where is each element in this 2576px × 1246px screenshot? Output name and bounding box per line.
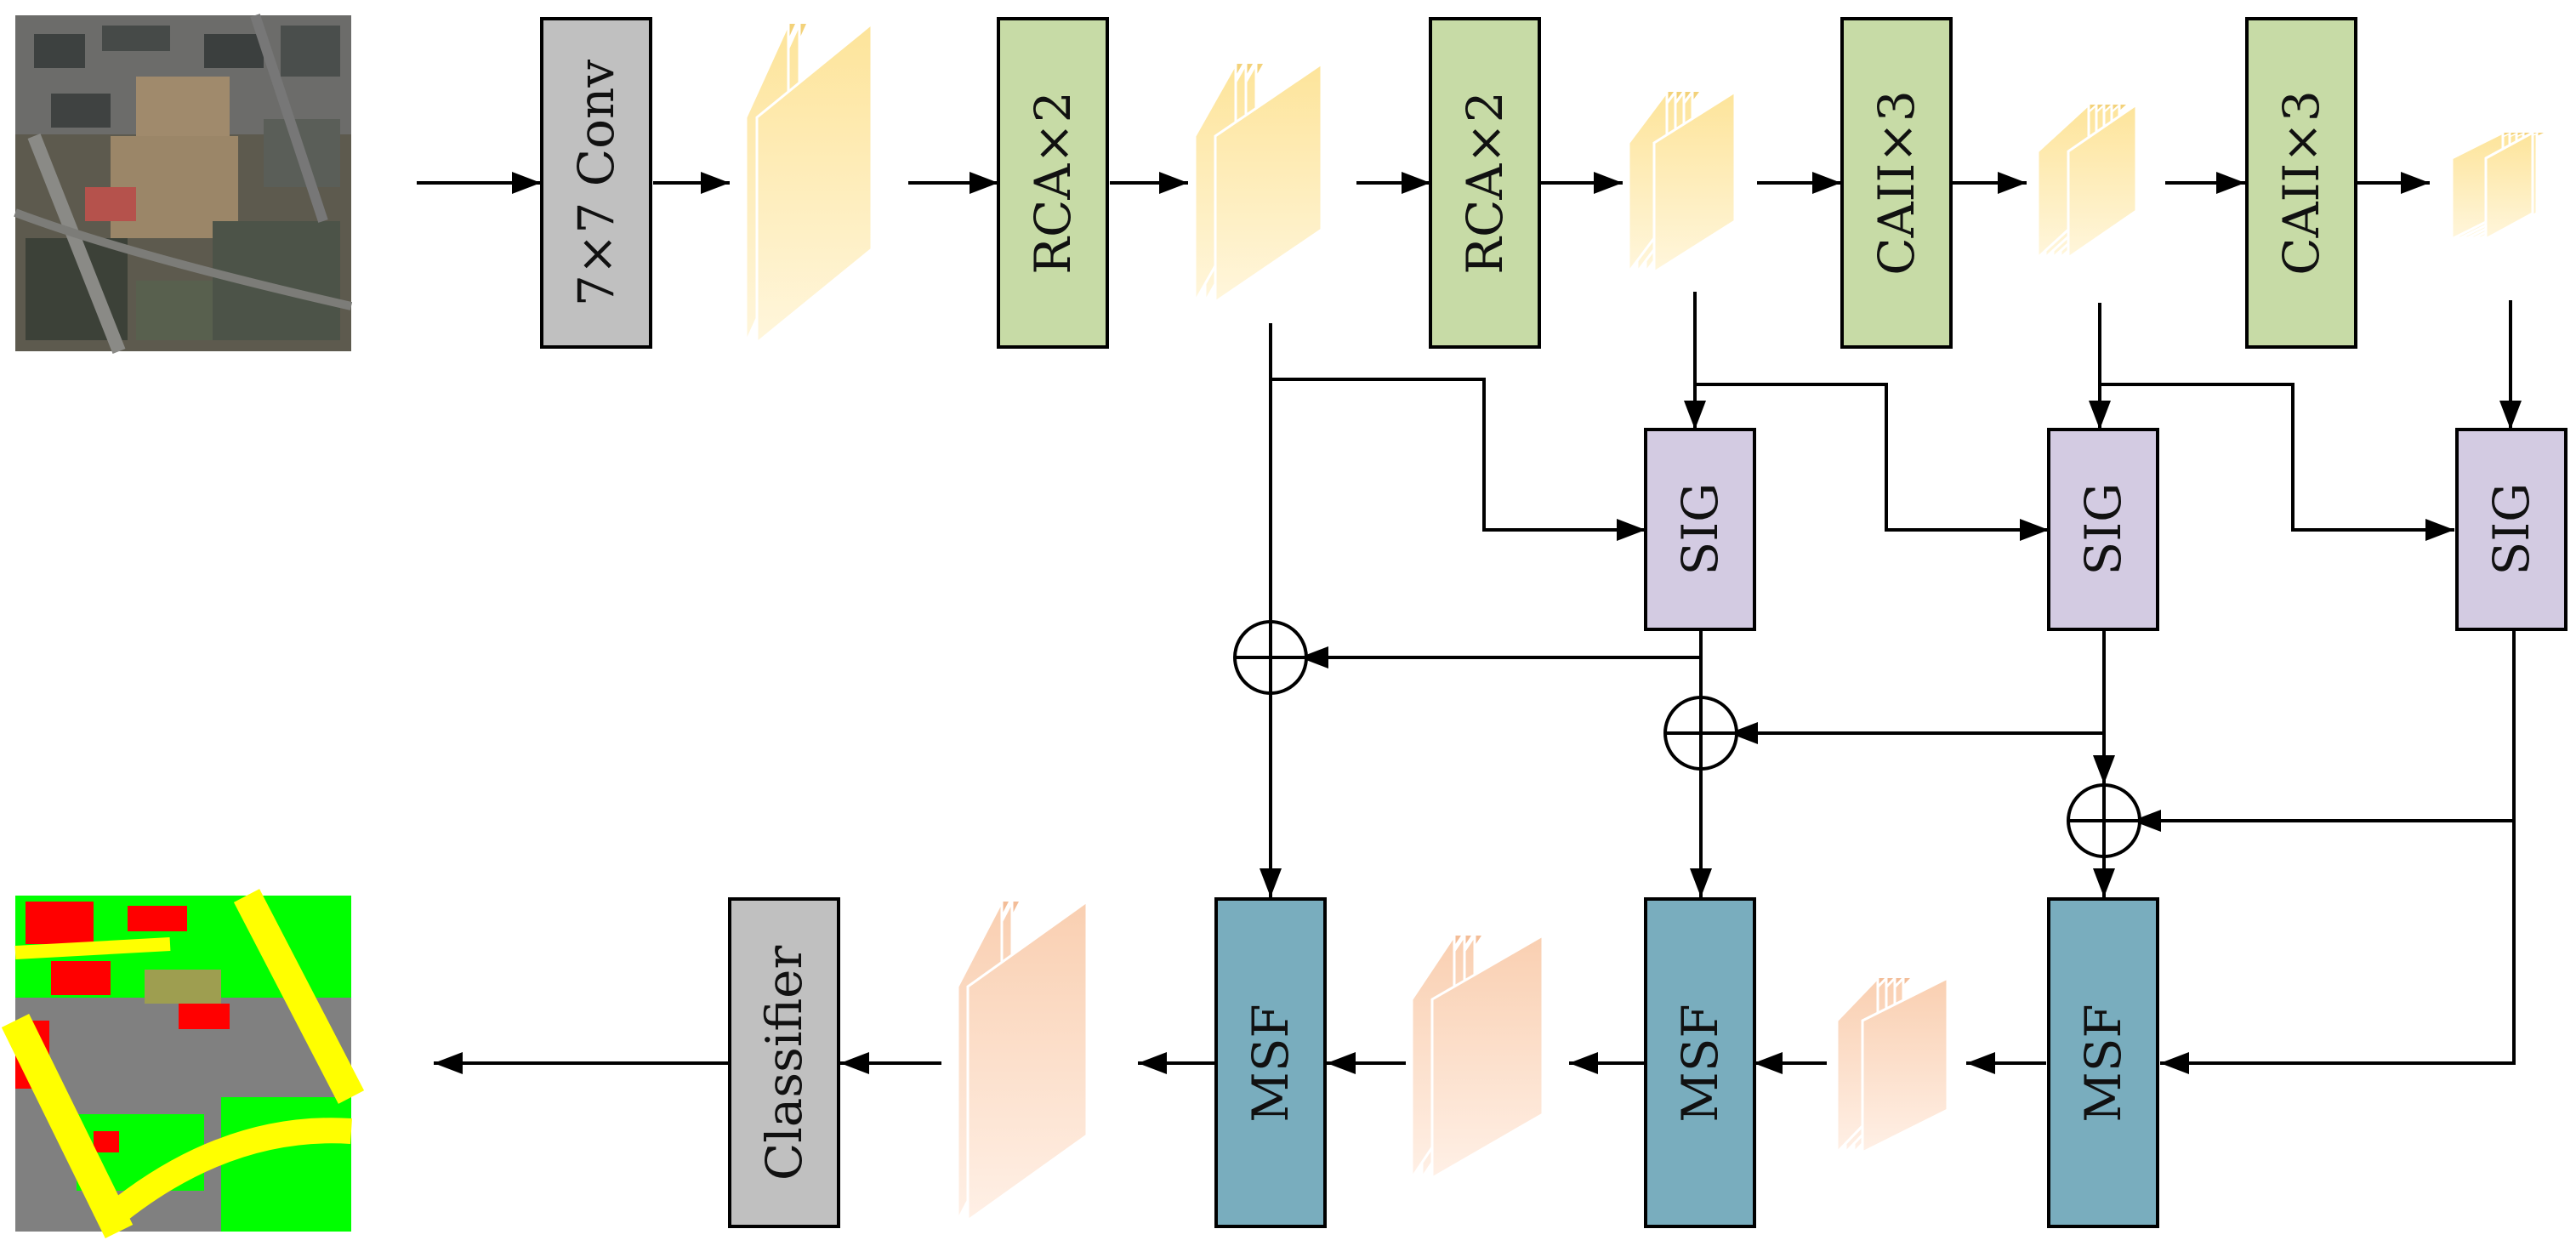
caii-label-2: CAII×3 bbox=[2272, 90, 2330, 276]
slab-front bbox=[755, 20, 873, 346]
msf-label-1: MSF bbox=[1242, 1004, 1299, 1122]
slab-front bbox=[1214, 61, 1323, 304]
slab-front bbox=[966, 899, 1089, 1223]
msf-label-3: MSF bbox=[2074, 1004, 2132, 1122]
msf-block-1 bbox=[1214, 897, 1327, 1228]
feature-map-4 bbox=[2036, 101, 2138, 261]
sig-label-1: SIG bbox=[1671, 483, 1729, 576]
sig-label-2: SIG bbox=[2074, 483, 2132, 576]
sig-block-1 bbox=[1644, 428, 1756, 631]
slab-front bbox=[1861, 976, 1949, 1155]
add-node-2 bbox=[1663, 696, 1738, 771]
feature-map-5 bbox=[2450, 130, 2544, 242]
arrow-sig3-to-msf3 bbox=[2160, 629, 2516, 1074]
feature-map-2 bbox=[1193, 59, 1323, 307]
arrow-stage1-to-sig1 bbox=[1271, 378, 1646, 541]
feature-map-3 bbox=[1627, 88, 1737, 276]
decoder-feature-map-3 bbox=[1835, 975, 1949, 1156]
rca-label-2: RCA×2 bbox=[1456, 91, 1514, 274]
msf-block-3 bbox=[2047, 897, 2159, 1228]
sig-block-3 bbox=[2455, 428, 2567, 631]
arrow-stage3-to-sig3 bbox=[2100, 383, 2454, 541]
caii-block-2 bbox=[2245, 17, 2357, 349]
rca-block-2 bbox=[1429, 17, 1541, 349]
rca-block-1 bbox=[997, 17, 1109, 349]
feature-maps bbox=[744, 20, 2544, 1223]
sig-block-2 bbox=[2047, 428, 2159, 631]
conv-block bbox=[540, 17, 652, 349]
classifier-label: Classifier bbox=[755, 946, 813, 1181]
msf-block-2 bbox=[1644, 897, 1756, 1228]
classifier-block bbox=[728, 897, 840, 1228]
slab-front bbox=[2484, 130, 2534, 242]
slab-front bbox=[2067, 102, 2138, 260]
slab-front bbox=[1430, 933, 1544, 1181]
blocks bbox=[540, 17, 2567, 1228]
caii-label-1: CAII×3 bbox=[1868, 90, 1925, 276]
caii-block-1 bbox=[1840, 17, 1953, 349]
connectors bbox=[417, 172, 2522, 1074]
decoder-feature-map-1 bbox=[956, 899, 1089, 1223]
decoder-feature-map-2 bbox=[1410, 931, 1544, 1182]
conv-label: 7×7 Conv bbox=[567, 60, 625, 306]
sig-label-3: SIG bbox=[2482, 483, 2540, 576]
add-node-3 bbox=[2067, 783, 2141, 858]
msf-label-2: MSF bbox=[1671, 1004, 1729, 1122]
block-labels: 7×7 Conv RCA×2 RCA×2 CAII×3 CAII×3 SIG S… bbox=[567, 60, 2540, 1181]
segmentation-map bbox=[1, 889, 365, 1238]
rca-label-1: RCA×2 bbox=[1024, 91, 1082, 274]
input-image bbox=[14, 14, 353, 354]
add-node-1 bbox=[1233, 620, 1308, 695]
arrow-stage2-to-sig2 bbox=[1695, 383, 2049, 541]
feature-map-1 bbox=[744, 20, 873, 346]
slab-front bbox=[1652, 89, 1737, 275]
